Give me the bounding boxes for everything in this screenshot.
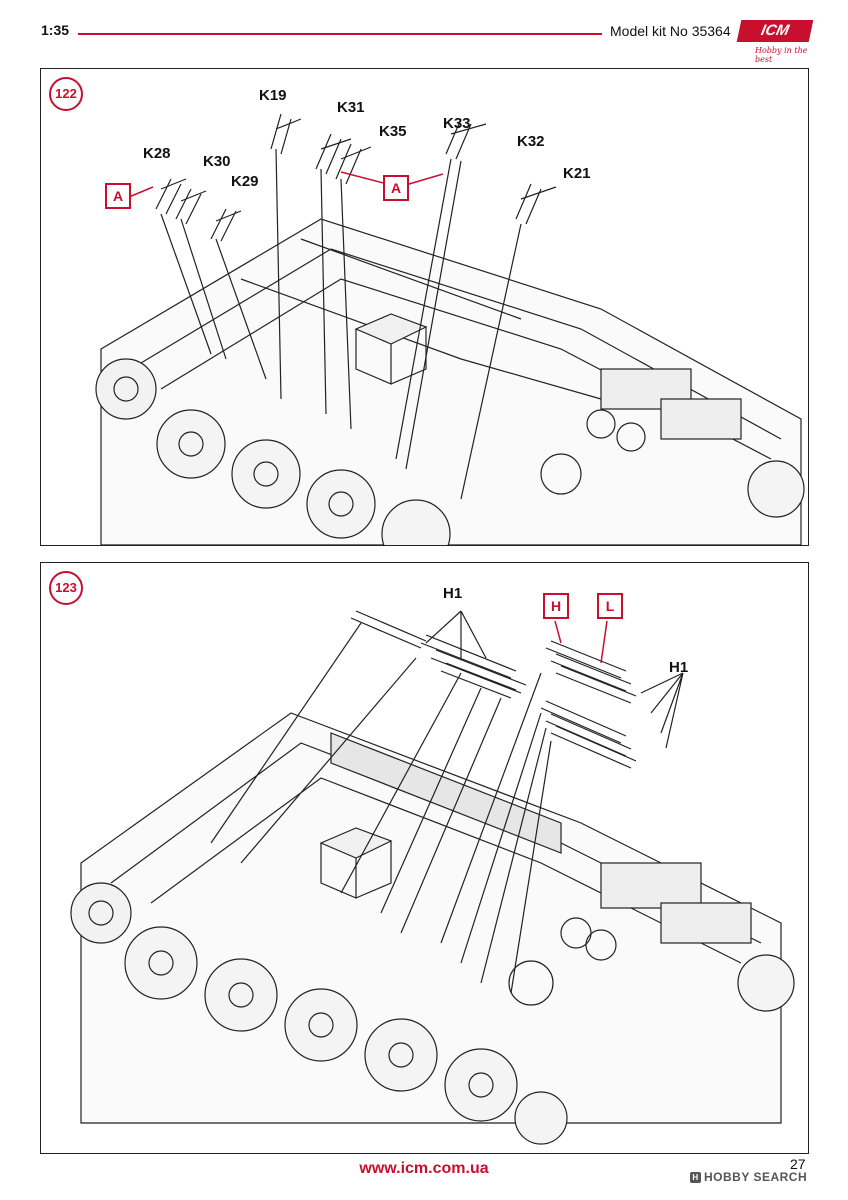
step-122-panel: 122 K19 K31 K35 K33 K32 K21 K28 K30 K29 … — [40, 68, 809, 546]
watermark-text: HOBBY SEARCH — [704, 1170, 808, 1184]
ref-box-h: H — [543, 593, 569, 619]
part-label-k32: K32 — [517, 133, 545, 150]
page-number: 27 — [790, 1156, 806, 1172]
part-label-k31: K31 — [337, 99, 365, 116]
website-url[interactable]: www.icm.com.ua — [359, 1160, 489, 1177]
part-label-k29: K29 — [231, 173, 259, 190]
model-kit-number: Model kit No 35364 — [610, 23, 731, 39]
step-123-illustration — [70, 610, 795, 1145]
header-rule — [78, 33, 602, 35]
step-122-illustration — [95, 113, 805, 545]
logo-wordmark: ICM — [736, 20, 814, 42]
part-label-k19: K19 — [259, 87, 287, 104]
part-label-k28: K28 — [143, 145, 171, 162]
hobby-search-icon: H — [690, 1172, 701, 1183]
logo-tagline: Hobby in the best — [755, 46, 808, 64]
ref-box-a: A — [383, 175, 409, 201]
ref-box-a: A — [105, 183, 131, 209]
part-label-k33: K33 — [443, 115, 471, 132]
part-label-k35: K35 — [379, 123, 407, 140]
step-number-badge: 123 — [49, 571, 83, 605]
scale-label: 1:35 — [41, 22, 70, 38]
part-label-h1: H1 — [669, 659, 689, 676]
part-label-k30: K30 — [203, 153, 231, 170]
ref-box-l: L — [597, 593, 623, 619]
brand-logo: ICM Hobby in the best — [735, 18, 817, 64]
part-label-h1: H1 — [443, 585, 463, 602]
step-number-badge: 122 — [49, 77, 83, 111]
part-label-k21: K21 — [563, 165, 591, 182]
step-123-panel: 123 H1 H1 H L — [40, 562, 809, 1154]
